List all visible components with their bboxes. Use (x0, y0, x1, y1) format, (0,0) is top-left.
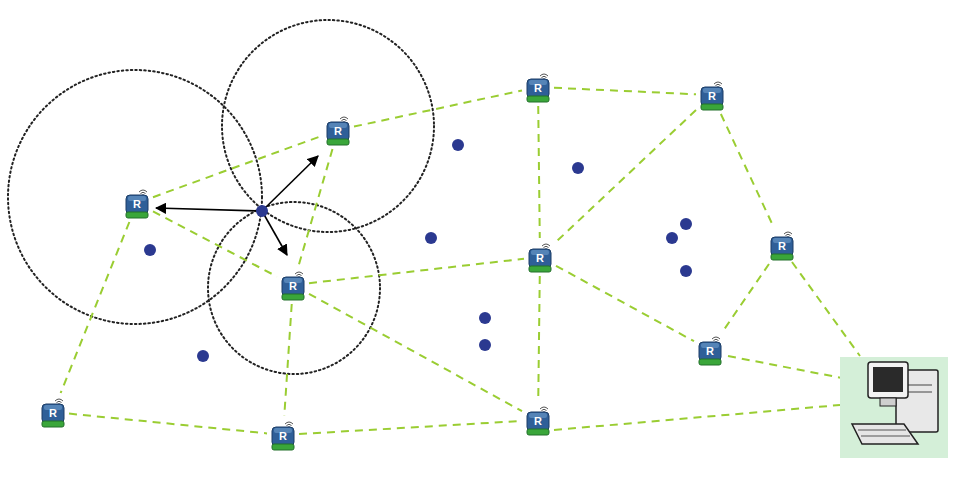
router-label: R (700, 344, 720, 359)
sensor-dot (479, 312, 491, 324)
dashed-link (61, 222, 130, 393)
computer-icon (840, 357, 948, 458)
router-node: R (696, 333, 724, 367)
sensor-dot (572, 162, 584, 174)
link-to-computer (554, 405, 840, 430)
dashed-link (69, 414, 267, 434)
router-node: R (698, 78, 726, 112)
router-node: R (768, 228, 796, 262)
dashed-link (554, 88, 696, 95)
router-node: R (524, 403, 552, 437)
dashed-link (299, 421, 522, 434)
dashed-link (538, 106, 540, 238)
router-label: R (702, 89, 722, 104)
router-label: R (328, 124, 348, 139)
router-node: R (39, 395, 67, 429)
send-arrow (262, 211, 287, 255)
sensor-dot (452, 139, 464, 151)
sensor-dot (680, 265, 692, 277)
dashed-link (153, 211, 277, 276)
sensor-dot (666, 232, 678, 244)
dashed-link (309, 294, 522, 411)
dashed-link (721, 114, 773, 226)
dashed-link (354, 90, 522, 126)
router-node: R (123, 186, 151, 220)
dashed-link (723, 264, 769, 331)
router-node: R (324, 113, 352, 147)
sensor-dot (144, 244, 156, 256)
dashed-link (284, 304, 291, 416)
link-to-computer (728, 356, 842, 378)
dashed-link (556, 110, 696, 242)
send-arrow (262, 156, 318, 211)
router-label: R (127, 197, 147, 212)
router-node: R (269, 418, 297, 452)
router-label: R (528, 414, 548, 429)
router-node: R (524, 70, 552, 104)
sensor-dot (197, 350, 209, 362)
dashed-link (309, 259, 524, 283)
sensor-dot (256, 205, 268, 217)
sensor-dot (479, 339, 491, 351)
dashed-link (538, 276, 540, 401)
dashed-link (299, 149, 333, 266)
send-arrow (156, 208, 262, 211)
router-node: R (526, 240, 554, 274)
router-node: R (279, 268, 307, 302)
sensor-dot (680, 218, 692, 230)
router-label: R (273, 429, 293, 444)
range-circle (222, 20, 434, 232)
router-label: R (772, 239, 792, 254)
router-label: R (283, 279, 303, 294)
link-to-computer (792, 262, 860, 356)
router-label: R (528, 81, 548, 96)
dashed-link (153, 136, 322, 197)
sensor-dot (425, 232, 437, 244)
router-label: R (530, 251, 550, 266)
router-label: R (43, 406, 63, 421)
dashed-link (556, 266, 694, 341)
range-circle (208, 202, 380, 374)
